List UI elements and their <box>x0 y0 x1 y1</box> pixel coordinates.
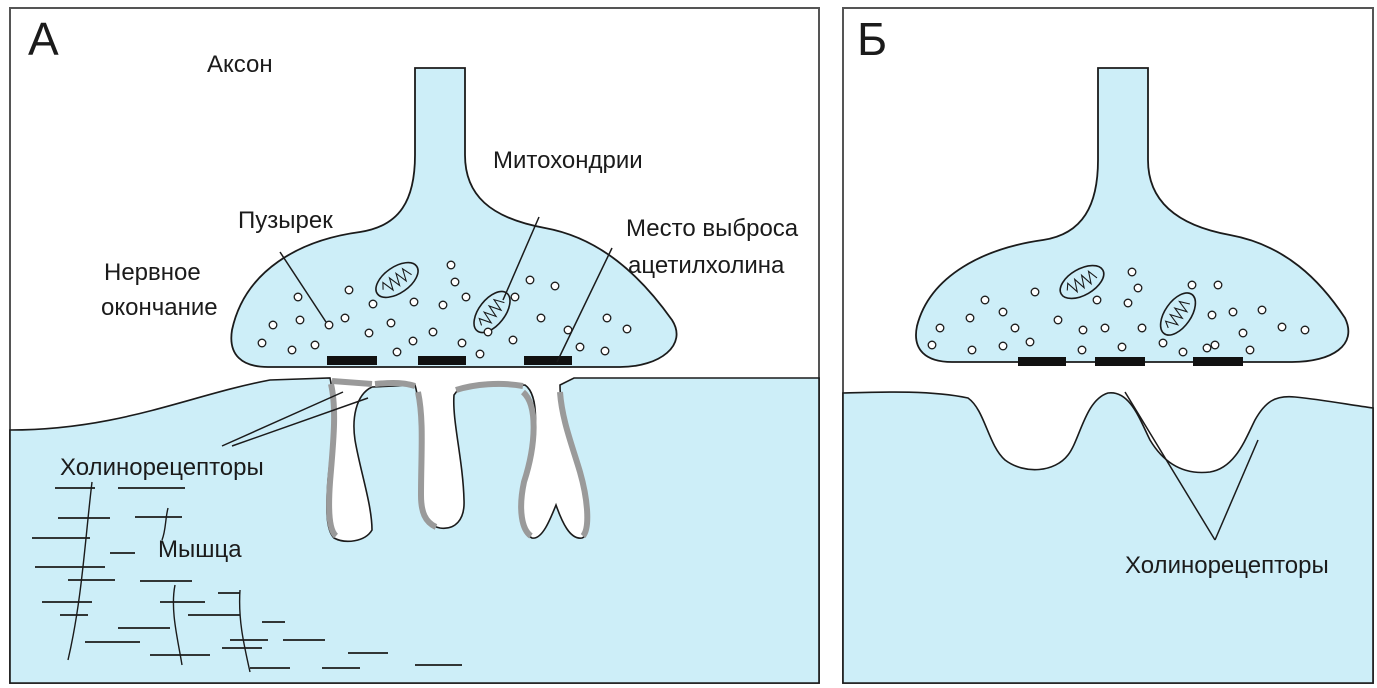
panel-a: А Аксон Митохондрии Пузырек Место выброс… <box>10 8 819 683</box>
panel-a-letter: А <box>28 13 59 65</box>
label-muscle: Мышца <box>158 536 242 563</box>
active-zones-b <box>1018 357 1243 366</box>
label-mitochondria: Митохондрии <box>493 147 643 174</box>
muscle-a <box>10 378 819 683</box>
active-zones-a <box>327 356 572 365</box>
panel-b: Б Холинорецепторы <box>843 8 1373 683</box>
label-nerve-ending-line1: Нервное <box>104 259 201 286</box>
label-cholinoreceptors-a: Холинорецепторы <box>60 454 264 481</box>
muscle-b <box>843 392 1373 683</box>
label-vesicle: Пузырек <box>238 207 333 234</box>
label-cholinoreceptors-b: Холинорецепторы <box>1125 552 1329 579</box>
panel-b-letter: Б <box>857 13 887 65</box>
label-axon: Аксон <box>207 51 273 78</box>
label-release-site-line1: Место выброса <box>626 215 799 242</box>
label-release-site-line2: ацетилхолина <box>628 252 785 279</box>
label-nerve-ending-line2: окончание <box>101 294 218 321</box>
